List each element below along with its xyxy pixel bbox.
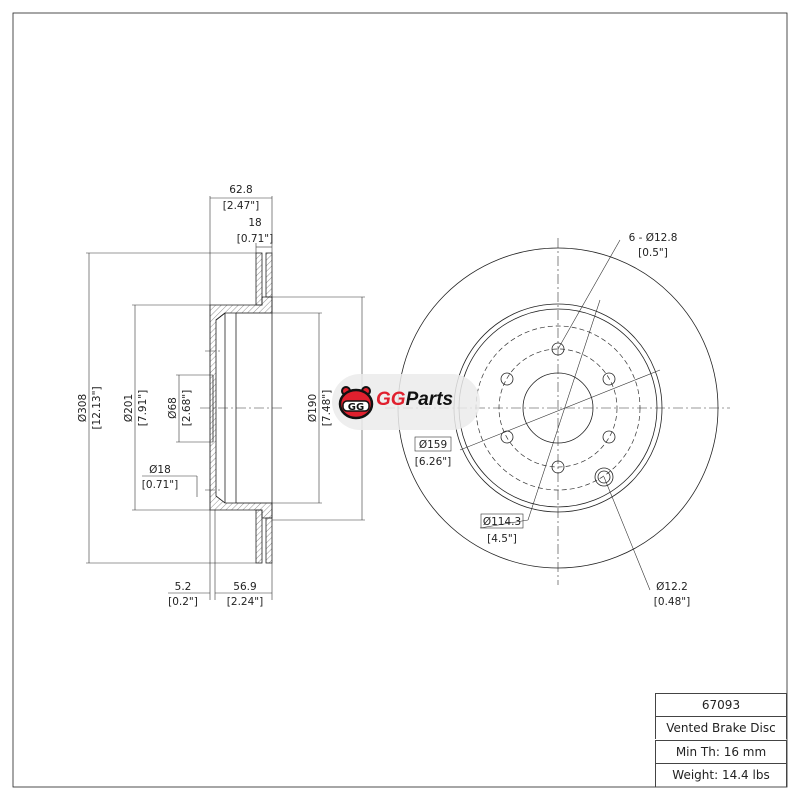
dim-overall-width-in: [2.47"] [223,200,259,212]
side-view-section [86,196,365,600]
dim-locating-hole: Ø12.2 [656,581,688,593]
dim-dashed-circle-in: [6.26"] [415,456,451,468]
dim-inner-diameter: Ø190 [307,394,319,422]
ggparts-logo: GG GGParts [332,374,480,430]
drawing-frame [12,12,788,788]
dim-bolt-circle: Ø114.3 [483,516,521,528]
dim-hat-diameter: Ø201 [123,394,135,422]
dim-hat-height: 56.9 [233,581,256,593]
dim-rotor-thickness: 18 [248,217,261,229]
dim-hat-thickness: 5.2 [175,581,192,593]
dim-outer-diameter: Ø308 [77,394,89,422]
dim-bolt-holes: 6 - Ø12.8 [629,232,678,244]
svg-text:GG: GG [348,402,364,413]
dim-overall-width: 62.8 [229,184,252,196]
dim-bolt-circle-in: [4.5"] [487,533,517,545]
part-description: Vented Brake Disc [655,716,787,739]
weight: Weight: 14.4 lbs [655,763,787,787]
dim-center-bore: Ø68 [167,397,179,419]
logo-text: GGParts [376,389,454,410]
bolt-holes [500,342,616,474]
dim-center-bore-in: [2.68"] [181,390,193,426]
dim-bolt-holes-in: [0.5"] [638,247,668,259]
dim-hat-diameter-in: [7.91"] [137,390,149,426]
min-thickness: Min Th: 16 mm [655,740,787,763]
dim-outer-diameter-in: [12.13"] [91,386,103,429]
dim-small-hole-in: [0.71"] [142,479,178,491]
mascot-icon: GG [338,386,374,420]
dim-inner-diameter-in: [7.48"] [321,390,333,426]
part-number: 67093 [655,693,787,716]
dim-hat-thickness-in: [0.2"] [168,596,198,608]
dim-rotor-thickness-in: [0.71"] [237,233,273,245]
dim-hat-height-in: [2.24"] [227,596,263,608]
dim-dashed-circle: Ø159 [419,439,447,451]
dim-small-hole: Ø18 [149,464,171,476]
dim-locating-hole-in: [0.48"] [654,596,690,608]
